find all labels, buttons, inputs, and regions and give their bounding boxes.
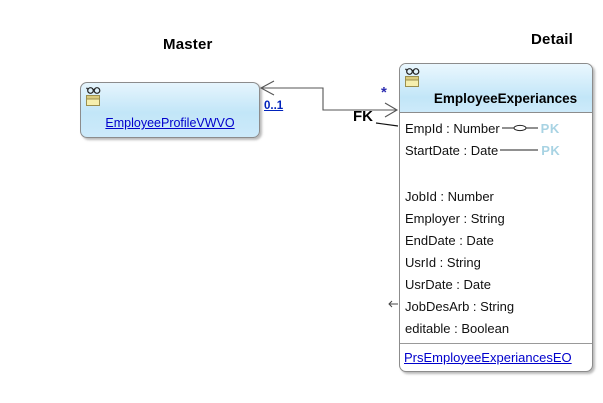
attribute-label: JobId : Number (405, 188, 494, 204)
attribute-row[interactable]: UsrId : String (400, 251, 592, 273)
attribute-row-empid[interactable]: EmpId : Number PK (400, 117, 592, 139)
attribute-label: EmpId : Number (405, 120, 500, 136)
detail-entity-attributes: EmpId : Number PK StartDate : Date PK (400, 113, 592, 366)
attribute-label: EndDate : Date (405, 232, 494, 248)
attribute-row-startdate[interactable]: StartDate : Date PK (400, 139, 592, 161)
detail-zone-label: Detail (531, 31, 574, 48)
view-object-icon (85, 86, 104, 113)
attribute-row[interactable]: UsrDate : Date (400, 273, 592, 295)
attribute-group-gap (400, 161, 592, 185)
master-view-object-link[interactable]: EmployeeProfileVWVO (105, 116, 235, 130)
entity-object-row[interactable]: PrsEmployeeExperiancesEO (400, 344, 592, 366)
attribute-row[interactable]: editable : Boolean (400, 317, 592, 339)
pk-connector-lens (501, 121, 538, 136)
master-entity-box[interactable]: EmployeeProfileVWVO (80, 82, 260, 138)
entity-object-link[interactable]: PrsEmployeeExperiancesEO (404, 349, 572, 365)
attribute-label: UsrDate : Date (405, 276, 491, 292)
multiplicity-label-detail: * (381, 84, 387, 101)
attribute-row[interactable]: Employer : String (400, 207, 592, 229)
attribute-label: JobDesArb : String (405, 298, 515, 314)
attribute-label: StartDate : Date (405, 142, 499, 158)
detail-entity-title: EmployeeExperiances (433, 91, 578, 106)
attribute-label: UsrId : String (405, 254, 481, 270)
detail-entity-header: EmployeeExperiances (400, 64, 592, 113)
pk-badge: PK (541, 142, 561, 158)
attribute-label: Employer : String (405, 210, 505, 226)
fk-label: FK (353, 108, 373, 125)
attribute-row[interactable]: JobId : Number (400, 185, 592, 207)
view-object-icon (404, 67, 423, 94)
detail-entity-box[interactable]: EmployeeExperiances EmpId : Number PK St… (399, 63, 593, 372)
multiplicity-label-master: 0..1 (264, 100, 284, 112)
master-zone-label: Master (163, 36, 213, 53)
entity-object-divider (400, 343, 592, 344)
attribute-row[interactable]: EndDate : Date (400, 229, 592, 251)
pk-badge: PK (540, 120, 560, 136)
attribute-row[interactable]: JobDesArb : String (400, 295, 592, 317)
pk-connector-line (500, 143, 539, 158)
attribute-label: editable : Boolean (405, 320, 510, 336)
